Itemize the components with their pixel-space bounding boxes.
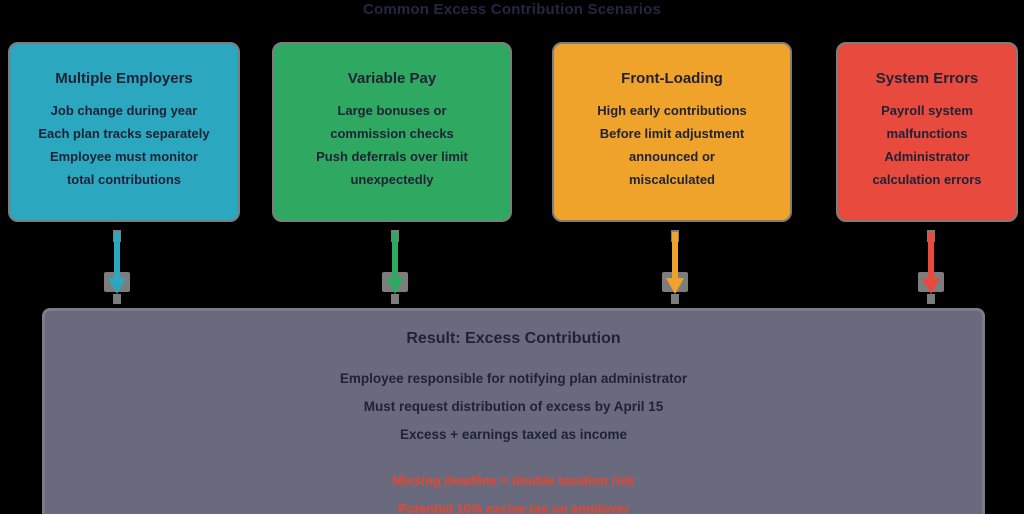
arrow-outline-icon [113,294,121,304]
down-arrow-system-errors [917,230,945,306]
cause-line: Large bonuses or [337,103,447,118]
result-box: Result: Excess Contribution Employee res… [42,308,985,514]
arrow-outline-icon [671,294,679,304]
cause-line: High early contributions [597,103,747,118]
result-title: Result: Excess Contribution [406,330,621,347]
result-line: Excess + earnings taxed as income [400,427,627,442]
down-arrow-multiple-employers [103,230,131,306]
cause-line: miscalculated [629,172,715,187]
cause-line: Each plan tracks separately [38,126,210,141]
cause-title: Front-Loading [621,70,723,87]
cause-line: unexpectedly [350,172,434,187]
result-warning-line: Potential 10% excise tax on employer [397,501,630,514]
cause-line: malfunctions [886,126,968,141]
cause-box-variable-pay: Variable Pay Large bonuses or commission… [272,42,512,222]
cause-line: Before limit adjustment [599,126,745,141]
arrow-outline-icon [391,294,399,304]
result-warning-line: Missing deadline = double taxation risk [392,473,635,488]
cause-box-front-loading: Front-Loading High early contributions B… [552,42,792,222]
cause-line: announced or [629,149,715,164]
cause-line: Administrator [884,149,970,164]
arrow-shaft [672,232,678,282]
cause-box-system-errors: System Errors Payroll system malfunction… [836,42,1018,222]
down-arrow-front-loading [661,230,689,306]
cause-title: System Errors [875,70,979,87]
diagram-title: Common Excess Contribution Scenarios [362,1,662,18]
cause-title: Multiple Employers [55,70,193,87]
result-line: Must request distribution of excess by A… [363,399,664,414]
result-line: Employee responsible for notifying plan … [339,371,688,386]
cause-line: Employee must monitor [49,149,199,164]
cause-title: Variable Pay [347,70,437,87]
result-warnings: Missing deadline = double taxation risk … [45,467,982,514]
cause-line: Job change during year [50,103,198,118]
arrow-shaft [928,232,934,282]
cause-line: total contributions [66,172,182,187]
cause-line: commission checks [330,126,454,141]
cause-line: Payroll system [881,103,973,118]
cause-line: Push deferrals over limit [316,149,468,164]
cause-box-multiple-employers: Multiple Employers Job change during yea… [8,42,240,222]
arrow-shaft [114,232,120,282]
arrow-outline-icon [927,294,935,304]
down-arrow-variable-pay [381,230,409,306]
arrow-shaft [392,232,398,282]
cause-line: calculation errors [872,172,982,187]
